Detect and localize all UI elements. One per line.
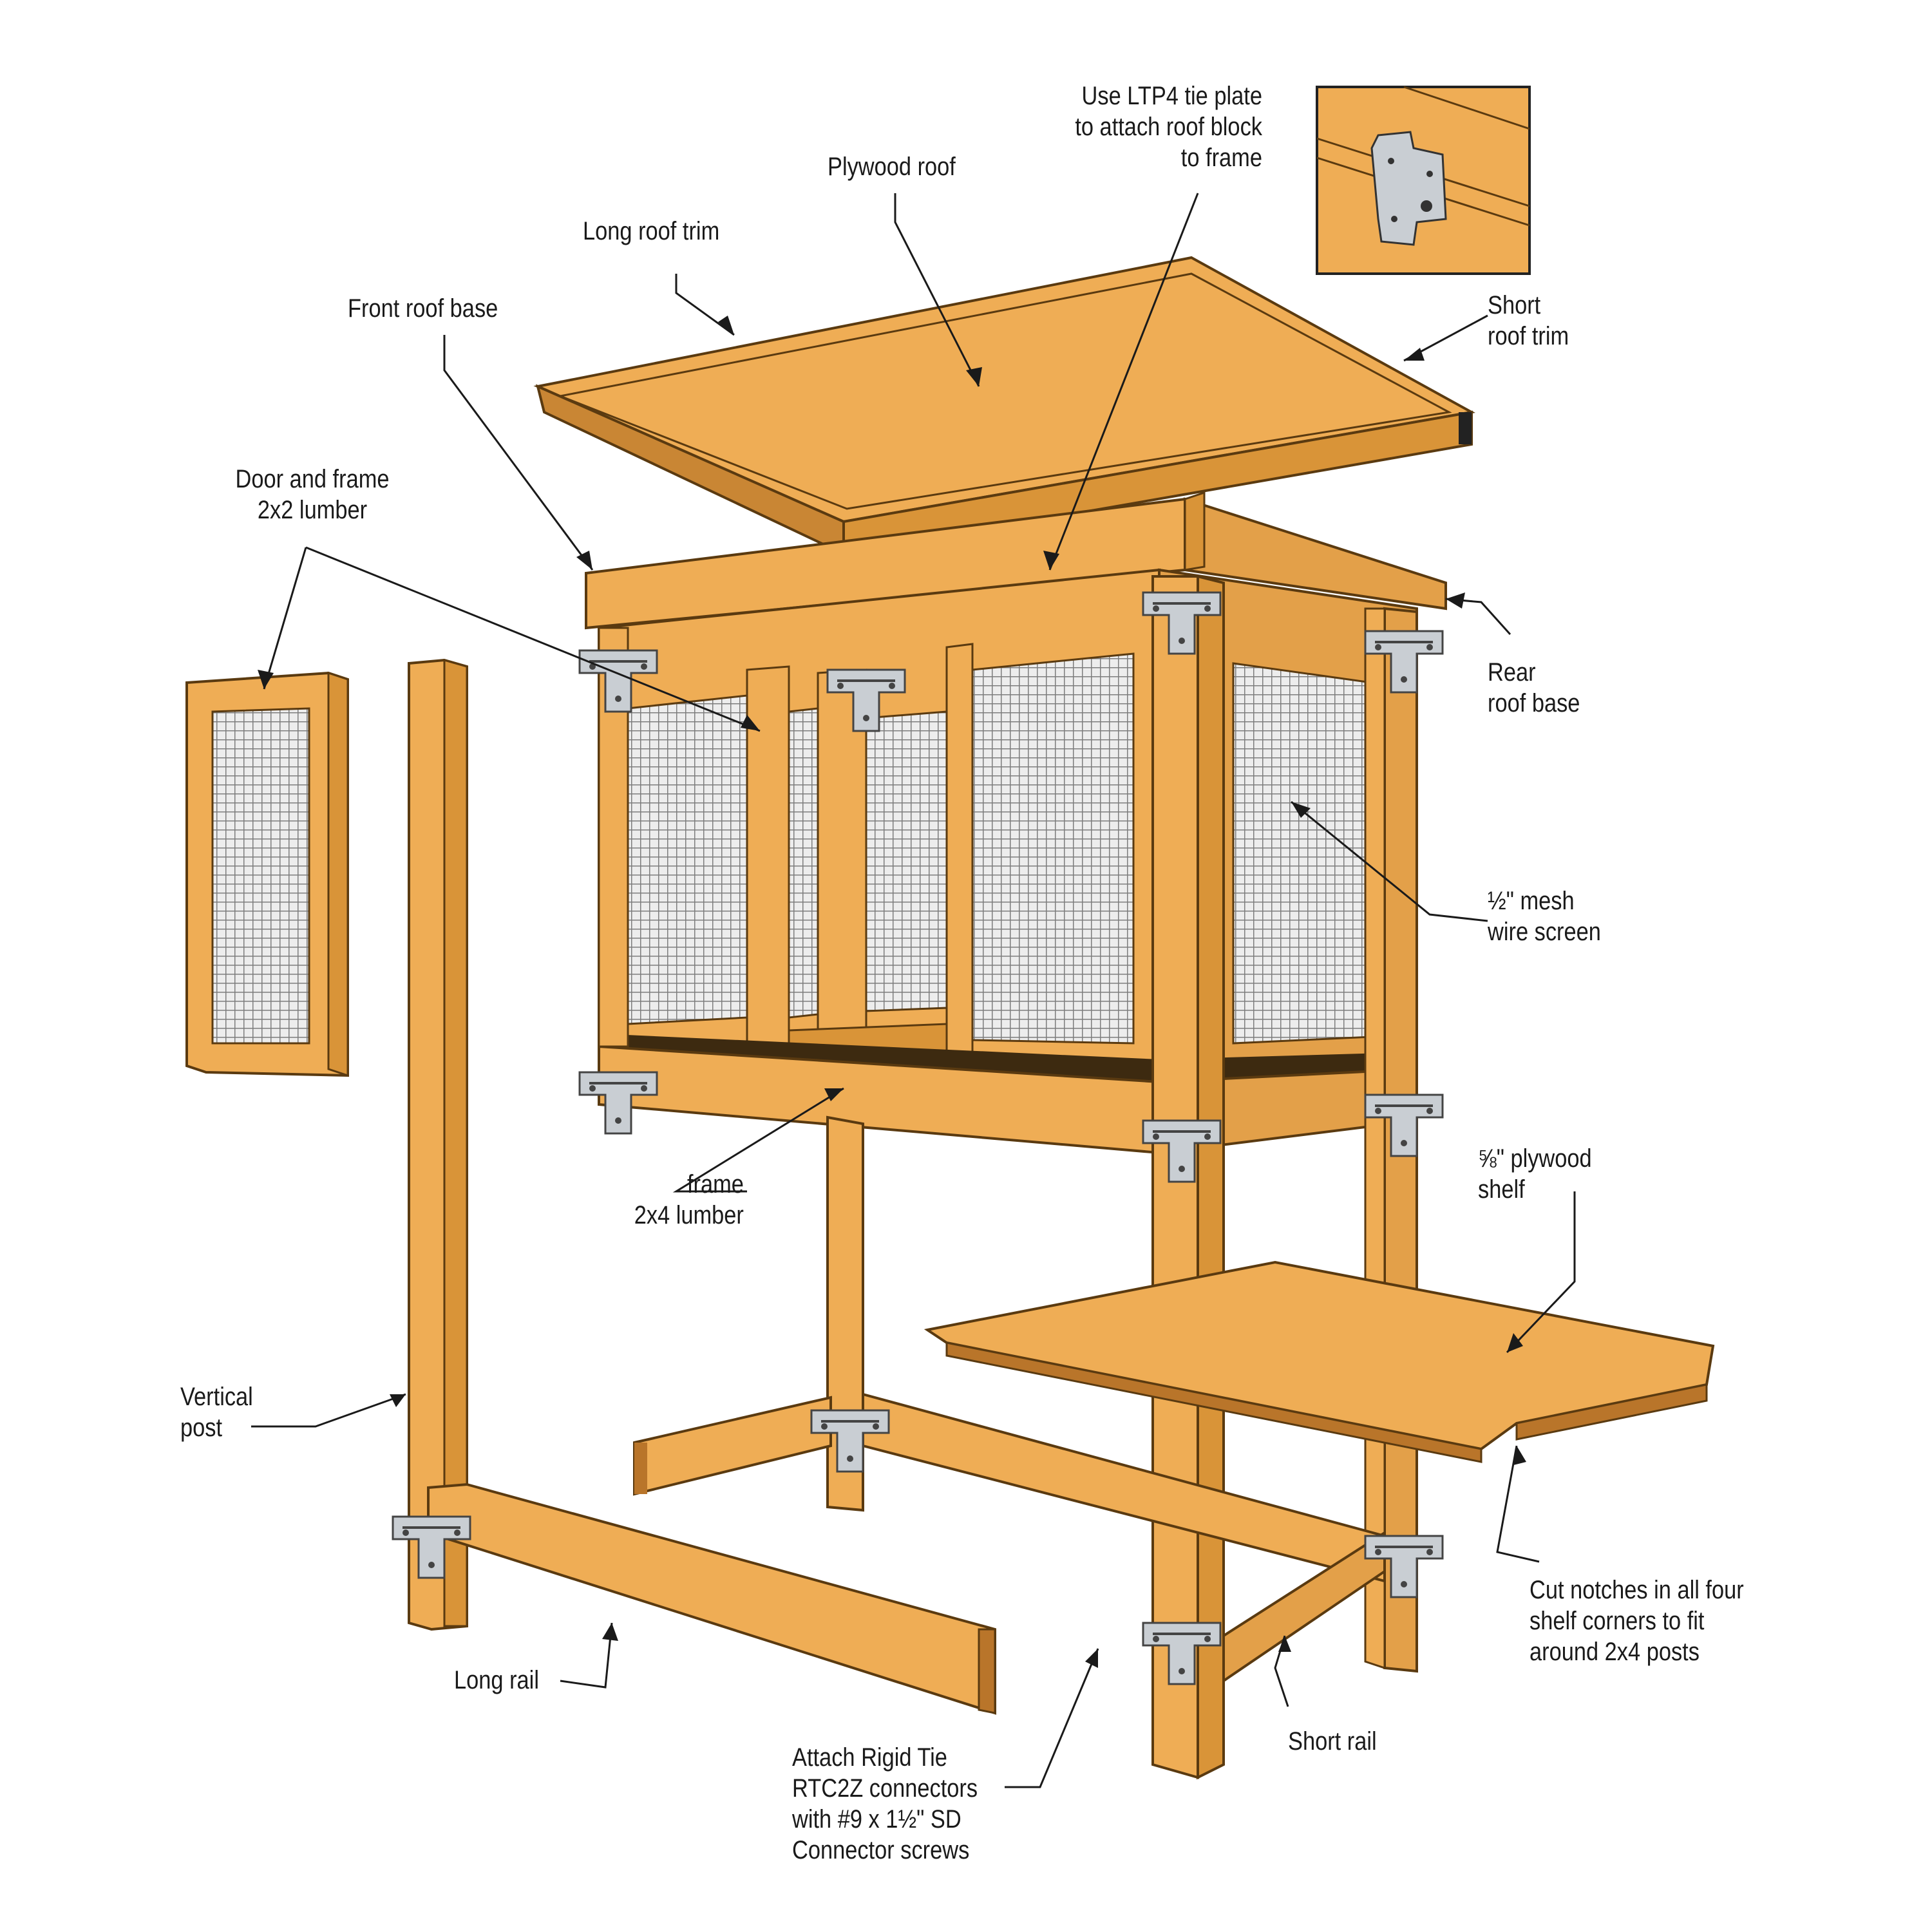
- label-mesh-screen: ½" mesh wire screen: [1488, 887, 1601, 946]
- label-door-frame: Door and frame 2x2 lumber: [235, 465, 390, 524]
- label-plywood-roof: Plywood roof: [828, 153, 956, 181]
- arrowheads: [258, 316, 1526, 1668]
- plywood-shelf: [923, 1260, 1715, 1463]
- label-short-rail: Short rail: [1288, 1727, 1377, 1756]
- label-rigid-tie: Attach Rigid Tie RTC2Z connectors with #…: [792, 1743, 978, 1864]
- plywood-roof: [533, 256, 1475, 556]
- ltp4-inset: [1316, 86, 1531, 275]
- leader-lines: [251, 193, 1576, 1788]
- label-cut-notches: Cut notches in all four shelf corners to…: [1530, 1576, 1744, 1666]
- ltp4-tie-plate-icon: [1370, 131, 1447, 246]
- label-ltp4-note: Use LTP4 tie plate to attach roof block …: [1075, 82, 1262, 172]
- wire-mesh-icon: [627, 694, 748, 1025]
- label-frame-lumber: frame 2x4 lumber: [634, 1170, 744, 1229]
- door-frame: [185, 671, 349, 1077]
- label-vertical-post: Vertical post: [180, 1383, 253, 1442]
- label-rear-roof-base: Rear roof base: [1488, 658, 1580, 717]
- label-plywood-shelf: ⅝" plywood shelf: [1478, 1144, 1592, 1204]
- label-short-roof-trim: Short roof trim: [1488, 291, 1569, 350]
- vertical-post: [408, 658, 468, 1631]
- label-front-roof-base: Front roof base: [348, 294, 498, 323]
- label-long-roof-trim: Long roof trim: [583, 217, 720, 245]
- label-long-rail: Long rail: [454, 1666, 539, 1694]
- lower-rails: [633, 1392, 1386, 1683]
